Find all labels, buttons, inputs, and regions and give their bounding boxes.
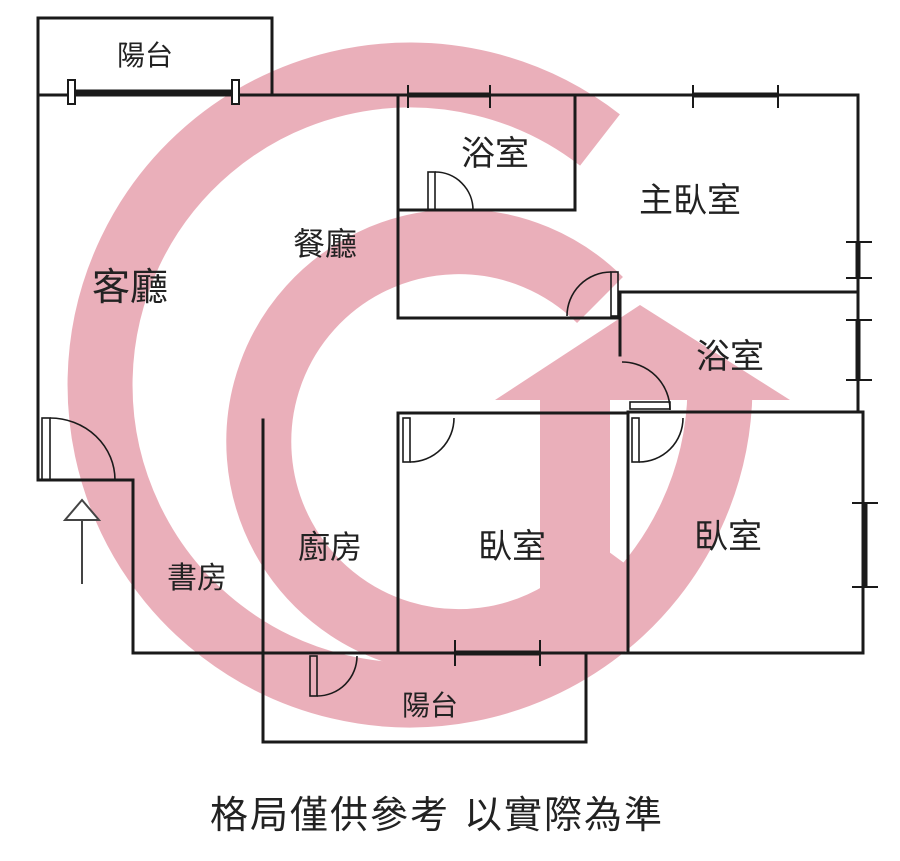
room-label-study: 書房 (167, 561, 227, 596)
room-label-balcony-bottom: 陽台 (402, 689, 458, 722)
room-label-bathroom-1: 浴室 (461, 134, 529, 174)
room-label-bathroom-2: 浴室 (696, 337, 764, 377)
room-label-kitchen: 廚房 (298, 528, 362, 566)
windows (67, 79, 878, 666)
watermark-logo (67, 42, 790, 728)
room-label-master-bedroom: 主臥室 (639, 181, 741, 221)
room-label-bedroom-2: 臥室 (694, 517, 762, 557)
room-label-bedroom-1: 臥室 (478, 527, 546, 567)
room-label-balcony-top: 陽台 (117, 39, 173, 72)
walls (36, 16, 865, 744)
room-label-living: 客廳 (92, 265, 168, 309)
room-label-dining: 餐廳 (293, 225, 357, 263)
entrance-arrow-icon (62, 498, 102, 584)
doors (41, 171, 684, 697)
disclaimer-caption: 格局僅供參考 以實際為準 (210, 793, 664, 837)
